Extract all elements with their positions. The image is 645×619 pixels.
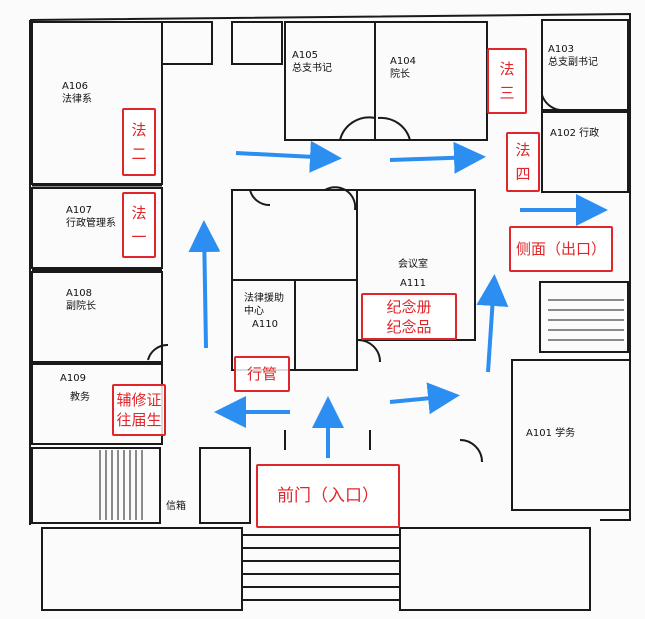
mailbox-label: 信箱 [166,501,186,512]
room-code: A108 [66,288,92,299]
tag-fa-er: 法二 [122,108,156,176]
tag-fa-yi: 法一 [122,192,156,258]
arrow-bottom-right [389,382,460,415]
tag-fa-san: 法三 [487,48,527,114]
tag-text: 二 [131,145,147,163]
room-code: A111 [400,278,426,289]
arrow-right-up [476,274,509,373]
room-a111-label: 会议室 A111 [398,258,428,290]
room-a101-label: A101 学务 [526,427,575,440]
room-code: A101 [526,428,552,439]
room-code: A107 [66,205,92,216]
room-name: 学务 [555,428,576,439]
tag-text-line2: 往届生 [116,411,162,429]
room-a102-label: A102 行政 [550,127,599,140]
tag-text: 法 [515,141,531,159]
room-a105-label: A105 总支书记 [292,49,332,75]
room-a110-label: 法律援助 中心 A110 [244,292,284,331]
tag-fa-si: 法四 [506,132,540,192]
room-a107-label: A107 行政管理系 [66,204,116,230]
tag-text: 三 [499,84,515,102]
room-code: A109 [60,373,86,384]
room-a103-label: A103 总支副书记 [548,43,598,69]
room-a104-label: A104 院长 [390,55,416,81]
room-name-line2: 中心 [244,306,264,317]
arrow-left-up [188,220,221,349]
room-code: A110 [252,319,278,330]
room-name-line1: 法律援助 [244,293,284,304]
tag-text: 前门（入口） [277,486,379,506]
tag-text-line1: 辅修证 [116,391,162,409]
tag-souvenir: 纪念册 纪念品 [361,293,457,340]
room-name: 行政管理系 [66,218,116,229]
room-name: 教务 [70,392,90,403]
tag-text: 一 [131,228,147,246]
arrow-top-2 [389,141,486,174]
room-name: 院长 [390,69,410,80]
tag-side-exit: 侧面（出口） [509,226,613,272]
stair-hatching [99,299,624,520]
tag-text-line1: 纪念册 [386,297,432,316]
tag-front-entrance: 前门（入口） [256,464,400,528]
room-name: 行政 [579,128,600,139]
room-code: A102 [550,128,576,139]
room-name: 副院长 [66,301,96,312]
room-name: 法律系 [62,94,92,105]
tag-xingguan: 行管 [234,356,290,392]
tag-text: 法 [131,121,147,139]
route-arrows [188,140,608,458]
room-a108-label: A108 副院长 [66,287,96,313]
tag-repair-cert: 辅修证 往届生 [112,384,166,436]
room-code: A104 [390,56,416,67]
tag-text: 行管 [246,365,277,383]
arrow-top-1 [235,140,342,173]
room-name: 总支书记 [292,63,332,74]
room-code: A106 [62,81,88,92]
room-code: A105 [292,50,318,61]
room-a109-label: A109 教务 [60,372,90,404]
room-name: 总支副书记 [548,57,598,68]
tag-text: 法 [131,204,147,222]
room-a106-label: A106 法律系 [62,80,92,106]
tag-text: 侧面（出口） [515,240,606,258]
tag-text-line2: 纪念品 [386,317,432,336]
tag-text: 法 [499,60,515,78]
room-code: A103 [548,44,574,55]
room-name: 会议室 [398,259,428,270]
tag-text: 四 [515,165,531,183]
